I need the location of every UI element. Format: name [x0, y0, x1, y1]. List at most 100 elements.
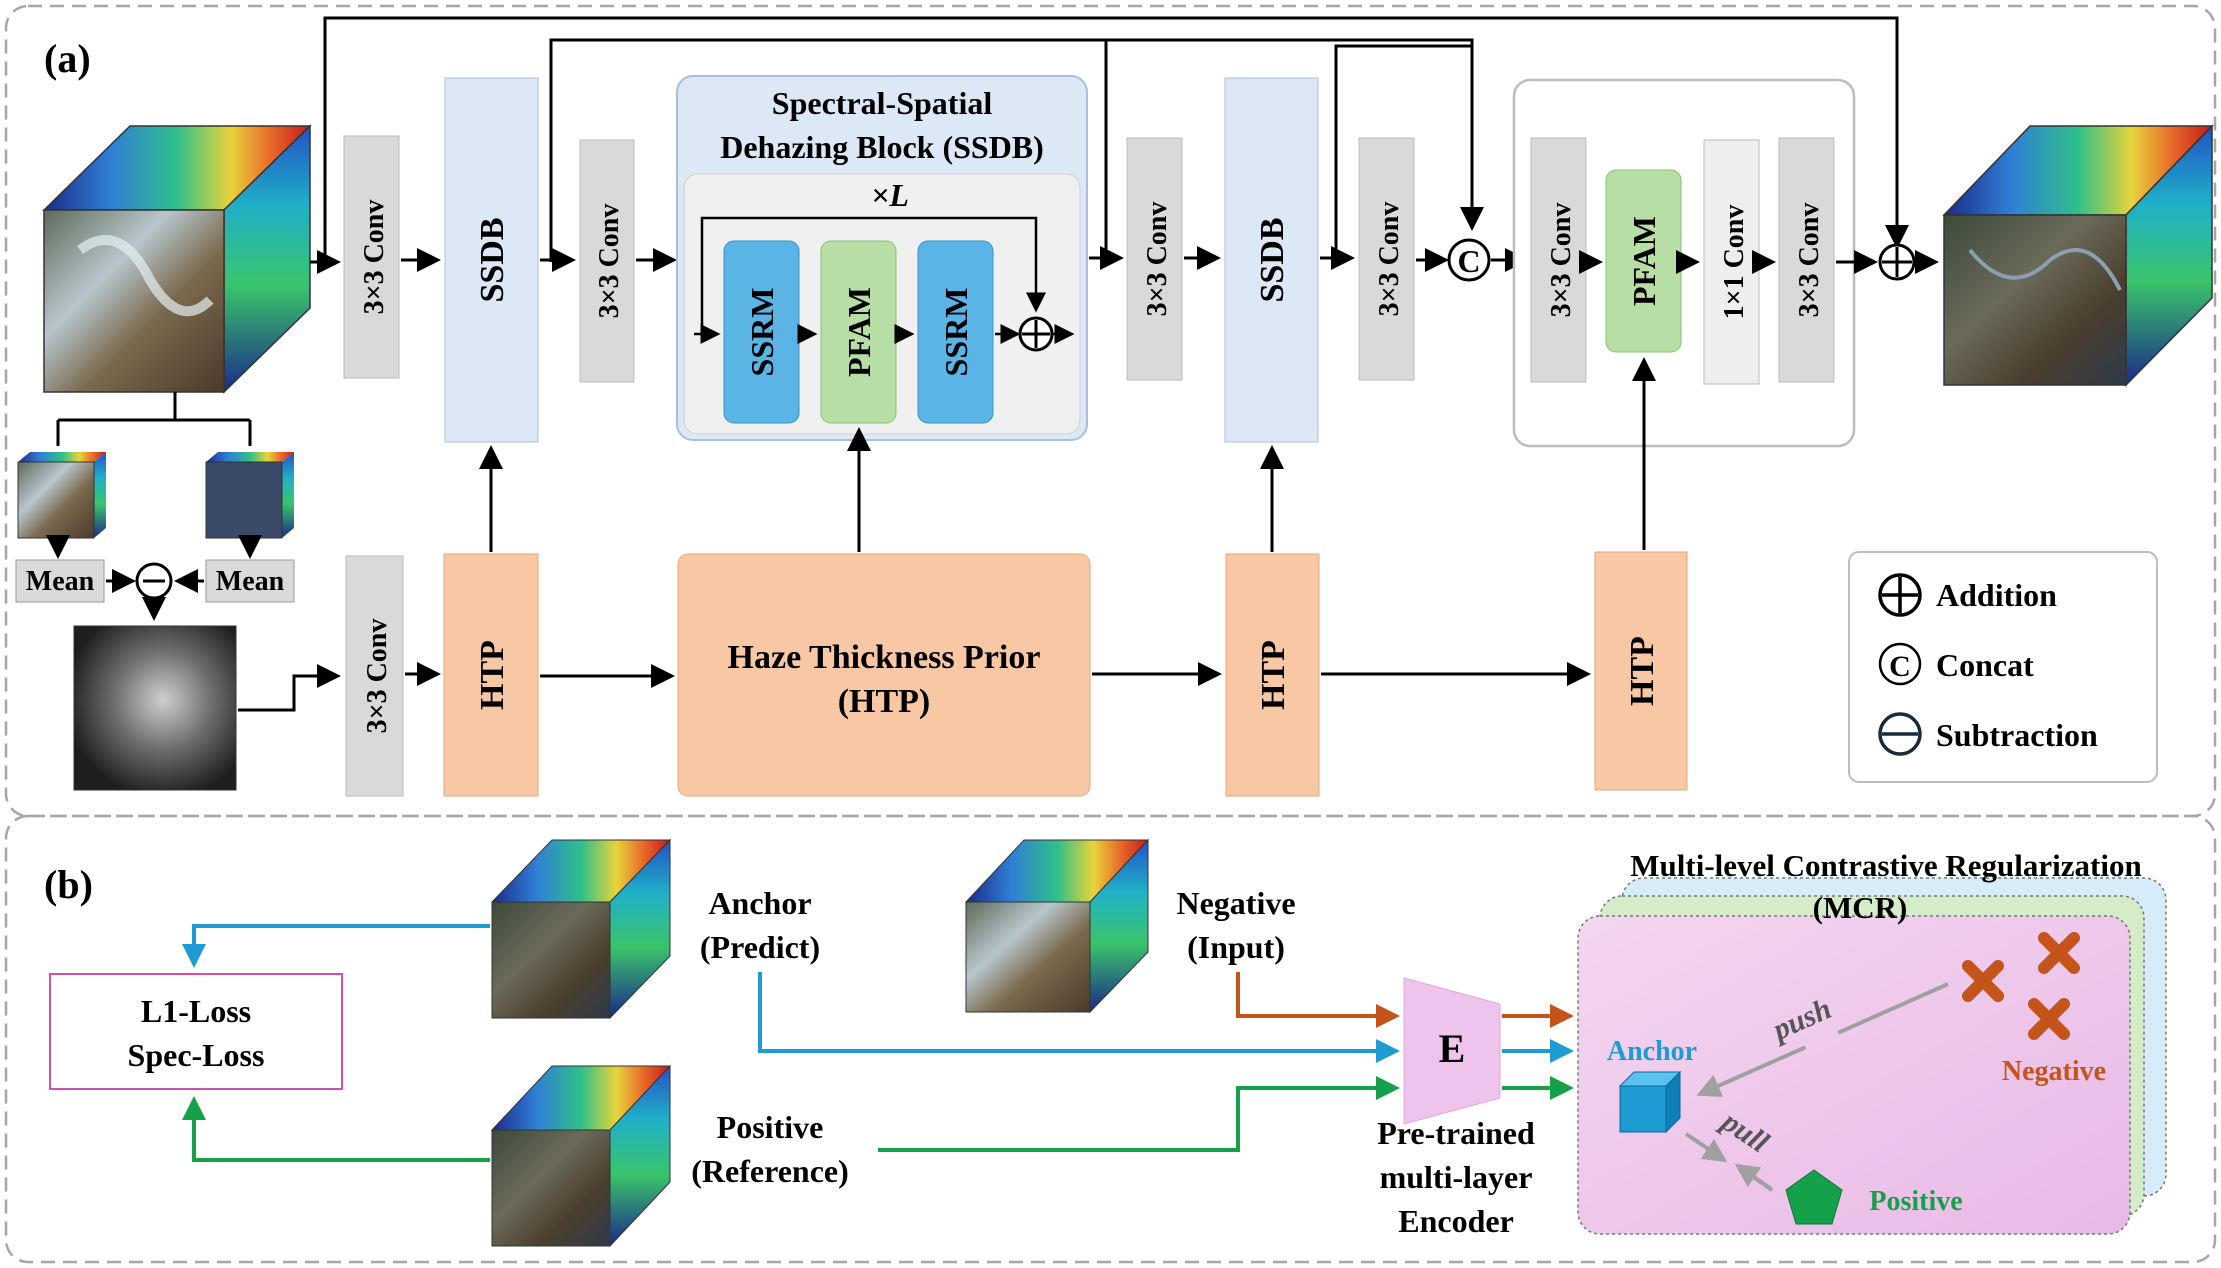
- encoder-caption-1: Pre-trained: [1377, 1115, 1535, 1151]
- pull-arrow-head-2: [1734, 1163, 1772, 1190]
- encoder-caption-3: Encoder: [1398, 1203, 1514, 1239]
- loss-label-2: Spec-Loss: [128, 1037, 265, 1073]
- htp-main-line1: Haze Thickness Prior: [728, 639, 1041, 676]
- ssdb-label-2: SSDB: [1254, 217, 1291, 302]
- legend-concat-label: Concat: [1936, 647, 2034, 683]
- negative-label-2: (Input): [1187, 929, 1285, 965]
- mean-label-right: Mean: [216, 566, 285, 597]
- ssdb-detail-title-1: Spectral-Spatial: [772, 85, 993, 121]
- mcr-negative-label: Negative: [2002, 1056, 2106, 1087]
- conv1x1-block: [1703, 139, 1760, 385]
- arrow-negative-to-encoder: [1236, 972, 1400, 1028]
- negative-x-icon-3: [2028, 998, 2070, 1040]
- conv-block-1: [343, 135, 400, 379]
- mean-label-left: Mean: [26, 566, 95, 597]
- skip-line-2: [549, 38, 1484, 262]
- pfam-label-1: PFAM: [841, 287, 877, 377]
- legend-box: [1848, 551, 2158, 783]
- conv1x1-label: 1×1 Conv: [1719, 205, 1750, 320]
- small-cube-left: [17, 452, 106, 539]
- loss-label-1: L1-Loss: [141, 993, 251, 1029]
- anchor-label-2: (Predict): [700, 929, 820, 965]
- conv-block-3: [1126, 137, 1183, 381]
- ssdb-addition-op-plus: [1022, 320, 1050, 348]
- pull-arrow-head-1: [1700, 1138, 1728, 1163]
- pfam-label-2: PFAM: [1626, 216, 1662, 306]
- output-hyperspectral-cube: [1942, 124, 2214, 387]
- small-cube-right: [205, 452, 294, 539]
- arrow-positive-to-encoder: [878, 1076, 1400, 1152]
- mcr-title-1: Multi-level Contrastive Regularization: [1630, 848, 2141, 883]
- ssdb-block-1: [444, 77, 539, 443]
- ssrm-block-2: [917, 240, 994, 424]
- conv-block-7: [1778, 137, 1835, 383]
- ssdb-repeat-label: ×L: [871, 177, 909, 213]
- positive-cube: [490, 1064, 672, 1248]
- conv-label-5: 3×3 Conv: [1546, 203, 1577, 318]
- conv-block-4: [1358, 137, 1415, 381]
- mean-box-right: [205, 559, 295, 603]
- positive-label-2: (Reference): [691, 1153, 849, 1189]
- positive-pentagon-icon: [1785, 1169, 1843, 1225]
- concat-op: [1447, 238, 1491, 282]
- skip-line-4: [1334, 44, 1472, 262]
- conv-label-3: 3×3 Conv: [1142, 202, 1173, 317]
- mcr-title-2: (MCR): [1813, 890, 1908, 925]
- anchor-label-1: Anchor: [708, 885, 811, 921]
- ssdb-detail-title-2: Dehazing Block (SSDB): [720, 129, 1044, 165]
- conv-label-1: 3×3 Conv: [359, 200, 390, 315]
- htp-label-1: HTP: [474, 640, 511, 710]
- legend-subtraction-label: Subtraction: [1936, 717, 2098, 753]
- concat-op-symbol: C: [1457, 243, 1480, 279]
- ssdb-residual-loop: [700, 216, 1046, 334]
- conv-label-4: 3×3 Conv: [1374, 202, 1405, 317]
- conv-block-5: [1530, 137, 1587, 383]
- ssrm-label-2: SSRM: [938, 288, 974, 377]
- negative-x-icon-1: [1962, 960, 2004, 1002]
- mean-box-left: [15, 559, 105, 603]
- skip-line-1: [323, 16, 1909, 262]
- negative-label-1: Negative: [1176, 885, 1295, 921]
- negative-cube: [964, 838, 1150, 1014]
- encoder-caption-2: multi-layer: [1380, 1159, 1533, 1195]
- conv-block-2: [579, 139, 635, 383]
- positive-label-1: Positive: [717, 1109, 824, 1145]
- ssrm-label-1: SSRM: [744, 288, 780, 377]
- conv-label-7: 3×3 Conv: [1794, 203, 1825, 318]
- input-hyperspectral-cube: [42, 124, 312, 394]
- arrow-anchor-to-loss: [182, 924, 490, 968]
- panel-b-border: [4, 814, 2217, 1264]
- encoder-label: E: [1439, 1026, 1466, 1071]
- conv-block-htp: [345, 555, 404, 797]
- htp-block-2: [1225, 553, 1320, 797]
- ssdb-block-2: [1224, 77, 1319, 443]
- loss-box: [49, 973, 343, 1090]
- htp-block-3: [1594, 551, 1688, 791]
- push-arrow: [1696, 982, 1949, 1097]
- legend-addition-label: Addition: [1936, 577, 2057, 613]
- htp-block-1: [443, 553, 539, 797]
- haze-thickness-map: [73, 625, 237, 791]
- anchor-cube: [490, 838, 672, 1020]
- htp-label-3: HTP: [1624, 636, 1661, 706]
- mcr-anchor-label: Anchor: [1607, 1036, 1697, 1067]
- htp-main-block: [677, 553, 1091, 797]
- encoder-trapezoid: [1403, 977, 1501, 1125]
- concat-icon-symbol: C: [1889, 650, 1911, 683]
- addition-icon-plus: [1882, 577, 1918, 613]
- arrow-thickness-to-conv: [238, 664, 341, 712]
- htp-main-line2: (HTP): [838, 683, 931, 720]
- split-connector: [56, 392, 252, 446]
- panel-b-label: (b): [44, 862, 93, 907]
- concat-icon: [1878, 642, 1922, 686]
- arrow-anchor-to-encoder: [758, 972, 1400, 1063]
- htp-label-2: HTP: [1255, 640, 1292, 710]
- mcr-positive-label: Positive: [1869, 1186, 1962, 1217]
- panel-a-label: (a): [44, 36, 91, 81]
- conv-label-htp: 3×3 Conv: [362, 619, 393, 734]
- negative-x-icon-2: [2038, 932, 2080, 974]
- ssdb-label-1: SSDB: [474, 217, 511, 302]
- anchor-cube-icon: [1618, 1070, 1682, 1134]
- final-addition-op-plus: [1882, 247, 1912, 277]
- conv-label-2: 3×3 Conv: [594, 204, 625, 319]
